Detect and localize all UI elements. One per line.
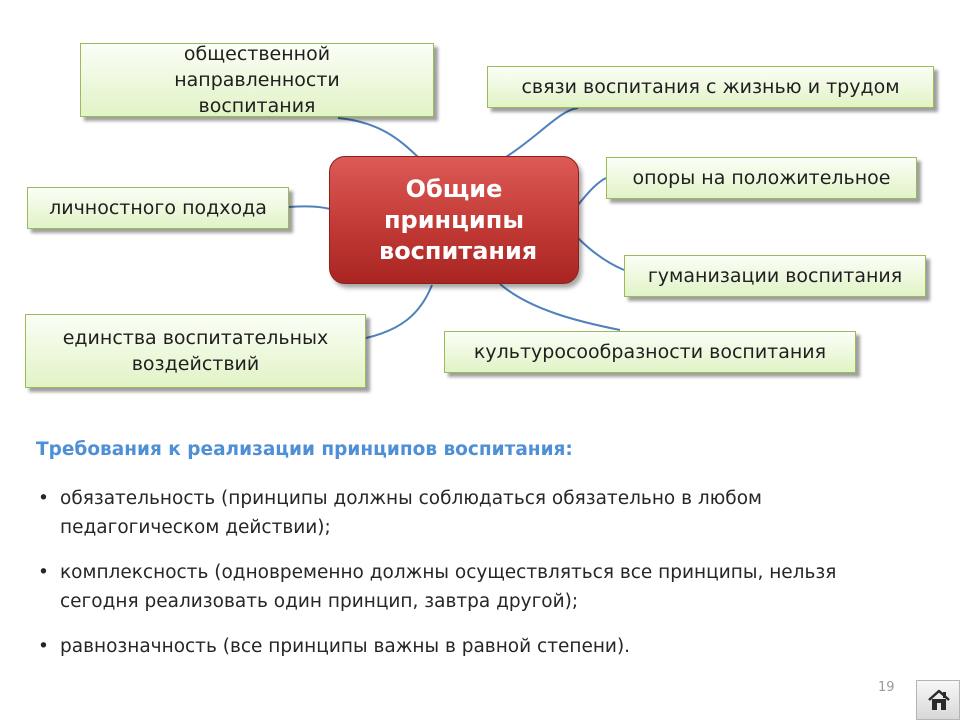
center-node: Общие принципы воспитания: [329, 156, 579, 284]
node-humanization: гуманизации воспитания: [624, 255, 926, 297]
connector-positive: [577, 177, 607, 206]
page-number: 19: [878, 680, 895, 695]
home-icon: [928, 689, 950, 710]
node-cultural-conformity: культуросообразности воспитания: [444, 331, 856, 373]
list-item: • обязательность (принципы должны соблюд…: [36, 484, 896, 542]
node-cultural-conformity-label: культуросообразности воспитания: [473, 341, 827, 363]
bullet: •: [38, 562, 49, 583]
node-personal-approach-label: личностного подхода: [49, 197, 267, 219]
requirements-list: • обязательность (принципы должны соблюд…: [36, 484, 896, 677]
list-item: • комплексность (одновременно должны осу…: [36, 558, 896, 616]
node-unity-influences-label: единства воспитательных воздействий: [62, 327, 329, 375]
connector-personal: [287, 205, 331, 210]
list-item-text: равнозначность (все принципы важны в рав…: [60, 636, 631, 657]
connector-culture: [499, 283, 621, 331]
connector-social: [337, 117, 419, 158]
center-node-label: Общие принципы воспитания: [379, 174, 538, 265]
home-button[interactable]: [916, 680, 960, 720]
node-unity-influences: единства воспитательных воздействий: [25, 314, 366, 388]
node-social-orientation-label: общественной направленности воспитания: [174, 43, 340, 117]
connector-life: [505, 107, 579, 158]
list-item-text: комплексность (одновременно должны осуще…: [60, 562, 837, 612]
bullet: •: [38, 636, 49, 657]
node-personal-approach: личностного подхода: [27, 187, 289, 229]
list-item: • равнозначность (все принципы важны в р…: [36, 632, 896, 661]
node-humanization-label: гуманизации воспитания: [647, 265, 903, 287]
connector-humanization: [577, 237, 625, 271]
node-life-connection: связи воспитания с жизнью и трудом: [487, 66, 934, 108]
list-item-text: обязательность (принципы должны соблюдат…: [60, 488, 762, 538]
node-social-orientation: общественной направленности воспитания: [80, 43, 434, 117]
bullet: •: [38, 488, 49, 509]
connector-unity: [365, 284, 433, 339]
node-life-connection-label: связи воспитания с жизнью и трудом: [521, 76, 900, 98]
node-positive-support-label: опоры на положительное: [632, 167, 891, 189]
requirements-heading: Требования к реализации принципов воспит…: [36, 439, 573, 460]
node-positive-support: опоры на положительное: [606, 157, 917, 199]
